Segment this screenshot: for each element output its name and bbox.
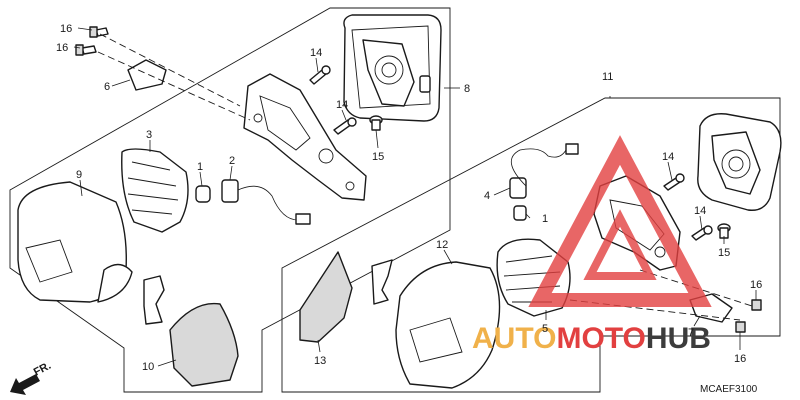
- callout-16-upper-left: 16: [60, 23, 72, 35]
- callout-9: 9: [76, 169, 82, 181]
- callouts-left: 16 16 6 3 1 2 9 10 14 14 15 8: [56, 23, 470, 373]
- bolt-14-upper-left: [309, 65, 331, 85]
- winker-lens-left: [121, 148, 189, 233]
- leader-lines: [73, 27, 757, 367]
- callout-14-lower-left: 14: [336, 99, 348, 111]
- callout-10: 10: [142, 361, 154, 373]
- mirror-cover-left: [17, 181, 133, 303]
- bulb-1-left: [195, 185, 211, 203]
- callout-15-left: 15: [372, 151, 384, 163]
- clip-right: [371, 259, 393, 305]
- bolt-14-lower-left: [333, 117, 357, 135]
- callout-7: 7: [688, 327, 694, 339]
- callout-14-upper-right: 14: [662, 151, 674, 163]
- collar-15-right: [717, 223, 731, 239]
- bolt-16-lower-right: [735, 321, 746, 333]
- group-box-right: [281, 97, 781, 393]
- watermark-text: AUTOMOTOHUB: [472, 322, 711, 355]
- stay-6-left: [127, 59, 167, 91]
- callout-13: 13: [314, 355, 326, 367]
- garnish-13-right: [299, 251, 353, 343]
- bolt-14-lower-right: [691, 225, 713, 241]
- watermark-moto: MOTO: [556, 322, 645, 355]
- assembly-line-b: [97, 51, 251, 121]
- callouts-right: 11 4 1 12 13 5 14 14 15 16 16 7: [314, 71, 762, 367]
- socket-cord-4-right: [509, 143, 579, 199]
- callout-16-upper-right: 16: [750, 279, 762, 291]
- bulb-1-right: [513, 205, 527, 221]
- mirror-glass-left: [343, 14, 442, 122]
- callout-8: 8: [464, 83, 470, 95]
- watermark-triangle-inner: [583, 209, 657, 280]
- group-box-left: [9, 7, 451, 393]
- mirror-cover-right: [395, 261, 501, 389]
- callout-14-upper-left: 14: [310, 47, 322, 59]
- mirror-glass-right: [697, 113, 782, 211]
- callout-11: 11: [602, 71, 613, 83]
- front-arrow-icon: [10, 374, 40, 395]
- callout-15-right: 15: [718, 247, 730, 259]
- socket-cord-2-left: [221, 179, 311, 225]
- callout-6: 6: [104, 81, 110, 93]
- callout-16-lower-right: 16: [734, 353, 746, 365]
- collar-15-left: [369, 115, 383, 131]
- callout-3: 3: [146, 129, 152, 141]
- clip-left: [143, 275, 165, 325]
- bolt-14-upper-right: [663, 173, 685, 191]
- bolt-16-upper-left: [89, 26, 109, 38]
- watermark-auto: AUTO: [472, 322, 556, 355]
- bolt-16-upper-right: [751, 299, 762, 311]
- callout-1-left: 1: [197, 161, 203, 173]
- garnish-10-left: [169, 302, 239, 387]
- callout-4: 4: [484, 190, 490, 202]
- mirror-bracket-left: [243, 73, 367, 201]
- bolt-16-lower-left: [75, 44, 97, 56]
- callout-1-right: 1: [542, 213, 548, 225]
- callout-16-lower-left: 16: [56, 42, 68, 54]
- watermark-hub: HUB: [646, 322, 711, 355]
- front-label: FR.: [32, 360, 53, 379]
- callout-14-lower-right: 14: [694, 205, 706, 217]
- callout-2: 2: [229, 155, 235, 167]
- front-direction-indicator: FR.: [10, 360, 53, 395]
- watermark-triangle-outer: [528, 135, 712, 307]
- callout-5: 5: [542, 323, 548, 335]
- diagram-code: MCAEF3100: [700, 384, 758, 395]
- assembly-line-a: [99, 33, 241, 107]
- watermark-logo: AUTOMOTOHUB: [472, 135, 712, 355]
- callout-12: 12: [436, 239, 448, 251]
